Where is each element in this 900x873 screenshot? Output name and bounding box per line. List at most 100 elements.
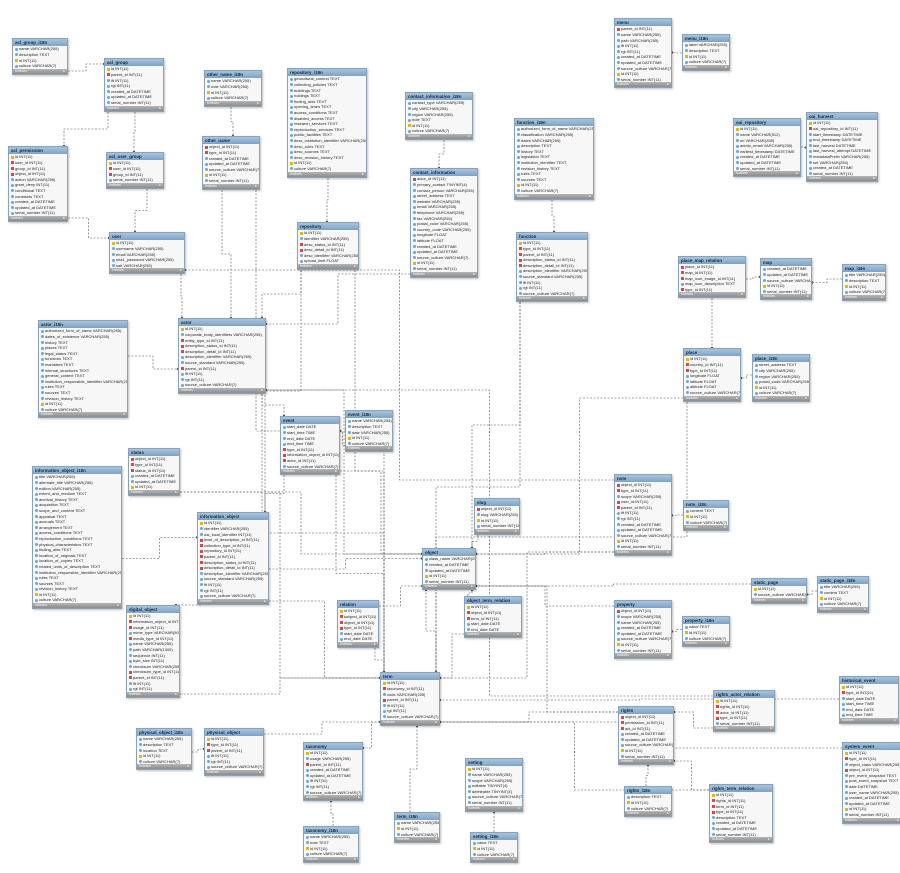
- expand-arrow-icon[interactable]: ▸: [261, 387, 263, 392]
- indexes-footer[interactable]: Indexes▸: [840, 717, 898, 723]
- table-title[interactable]: taxonomy: [304, 743, 362, 751]
- table-title[interactable]: acl_user_group: [107, 153, 163, 161]
- table-title[interactable]: historical_event: [840, 677, 898, 685]
- expand-arrow-icon[interactable]: ▸: [864, 606, 866, 611]
- table-title[interactable]: acl_permission: [9, 147, 67, 155]
- indexes-footer[interactable]: Indexes▸: [761, 294, 811, 300]
- table-title[interactable]: event: [281, 417, 339, 425]
- expand-arrow-icon[interactable]: ▸: [358, 795, 360, 800]
- expand-arrow-icon[interactable]: ▸: [513, 857, 515, 862]
- indexes-footer[interactable]: Indexes▸: [752, 597, 806, 603]
- expand-arrow-icon[interactable]: ▸: [725, 64, 727, 69]
- expand-arrow-icon[interactable]: ▸: [667, 549, 669, 554]
- table-title[interactable]: taxonomy_i18n: [304, 827, 358, 835]
- table-title[interactable]: physical_object: [205, 729, 263, 737]
- indexes-footer[interactable]: Indexes▸: [517, 296, 587, 302]
- indexes-footer[interactable]: Indexes▸: [515, 193, 593, 199]
- table-title[interactable]: rights_term_relation: [710, 785, 772, 793]
- expand-arrow-icon[interactable]: ▸: [667, 82, 669, 87]
- table-title[interactable]: repository_i18n: [288, 69, 366, 77]
- table-title[interactable]: physical_object_i18n: [137, 729, 191, 737]
- indexes-footer[interactable]: Indexes▸: [39, 412, 127, 418]
- indexes-footer[interactable]: Indexes▸: [129, 489, 179, 495]
- table-title[interactable]: slug: [475, 499, 519, 507]
- table-title[interactable]: map_i18n: [843, 265, 885, 273]
- expand-arrow-icon[interactable]: ▸: [255, 183, 257, 188]
- indexes-footer[interactable]: Indexes▸: [288, 171, 366, 177]
- table-title[interactable]: function: [517, 233, 587, 241]
- table-title[interactable]: note: [615, 475, 671, 483]
- table-title[interactable]: oai_harvest: [807, 113, 877, 121]
- indexes-footer[interactable]: Indexes▸: [684, 525, 728, 531]
- indexes-footer[interactable]: Indexes▸: [843, 817, 900, 823]
- indexes-footer[interactable]: Indexes▸: [179, 387, 265, 393]
- indexes-footer[interactable]: Indexes▸: [619, 759, 673, 765]
- expand-arrow-icon[interactable]: ▸: [123, 412, 125, 417]
- expand-arrow-icon[interactable]: ▸: [435, 719, 437, 724]
- indexes-footer[interactable]: Indexes▸: [615, 549, 671, 555]
- expand-arrow-icon[interactable]: ▸: [796, 171, 798, 176]
- expand-arrow-icon[interactable]: ▸: [117, 603, 119, 608]
- indexes-footer[interactable]: Indexes▸: [710, 837, 772, 843]
- indexes-footer[interactable]: Indexes▸: [205, 769, 263, 775]
- expand-arrow-icon[interactable]: ▸: [770, 726, 772, 731]
- expand-arrow-icon[interactable]: ▸: [159, 105, 161, 110]
- table-title[interactable]: map: [761, 259, 811, 267]
- expand-arrow-icon[interactable]: ▸: [741, 292, 743, 297]
- table-title[interactable]: acl_group_i18n: [13, 39, 67, 47]
- table-title[interactable]: place: [684, 349, 740, 357]
- expand-arrow-icon[interactable]: ▸: [354, 856, 356, 861]
- table-title[interactable]: other_name_i18n: [205, 71, 261, 79]
- expand-arrow-icon[interactable]: ▸: [388, 446, 390, 451]
- indexes-footer[interactable]: Indexes▸: [205, 100, 261, 106]
- table-title[interactable]: setting_i18n: [471, 833, 517, 841]
- indexes-footer[interactable]: Indexes▸: [298, 263, 358, 269]
- indexes-footer[interactable]: Indexes▸: [281, 469, 339, 475]
- table-title[interactable]: rights: [619, 707, 673, 715]
- indexes-footer[interactable]: Indexes▸: [683, 641, 729, 647]
- expand-arrow-icon[interactable]: ▸: [894, 717, 896, 722]
- indexes-footer[interactable]: Indexes▸: [753, 395, 809, 401]
- indexes-footer[interactable]: Indexes▸: [843, 294, 885, 300]
- expand-arrow-icon[interactable]: ▸: [374, 641, 376, 646]
- expand-arrow-icon[interactable]: ▸: [362, 171, 364, 176]
- expand-arrow-icon[interactable]: ▸: [159, 182, 161, 187]
- table-title[interactable]: actor: [179, 319, 265, 327]
- indexes-footer[interactable]: Indexes▸: [466, 805, 522, 811]
- expand-arrow-icon[interactable]: ▸: [335, 469, 337, 474]
- expand-arrow-icon[interactable]: ▸: [805, 395, 807, 400]
- indexes-footer[interactable]: Indexes▸: [411, 271, 477, 277]
- indexes-footer[interactable]: Indexes▸: [13, 68, 67, 74]
- table-title[interactable]: menu: [615, 19, 671, 27]
- table-title[interactable]: setting: [466, 759, 522, 767]
- table-title[interactable]: property_i18n: [683, 617, 729, 625]
- table-title[interactable]: property: [615, 601, 671, 609]
- table-title[interactable]: digital_object: [127, 606, 179, 614]
- table-title[interactable]: other_name: [203, 137, 259, 145]
- expand-arrow-icon[interactable]: ▸: [354, 263, 356, 268]
- indexes-footer[interactable]: Indexes▸: [475, 528, 519, 534]
- table-title[interactable]: place_map_relation: [679, 257, 745, 265]
- indexes-footer[interactable]: Indexes▸: [714, 726, 774, 732]
- indexes-footer[interactable]: Indexes▸: [683, 64, 729, 70]
- expand-arrow-icon[interactable]: ▸: [589, 193, 591, 198]
- expand-arrow-icon[interactable]: ▸: [468, 133, 470, 138]
